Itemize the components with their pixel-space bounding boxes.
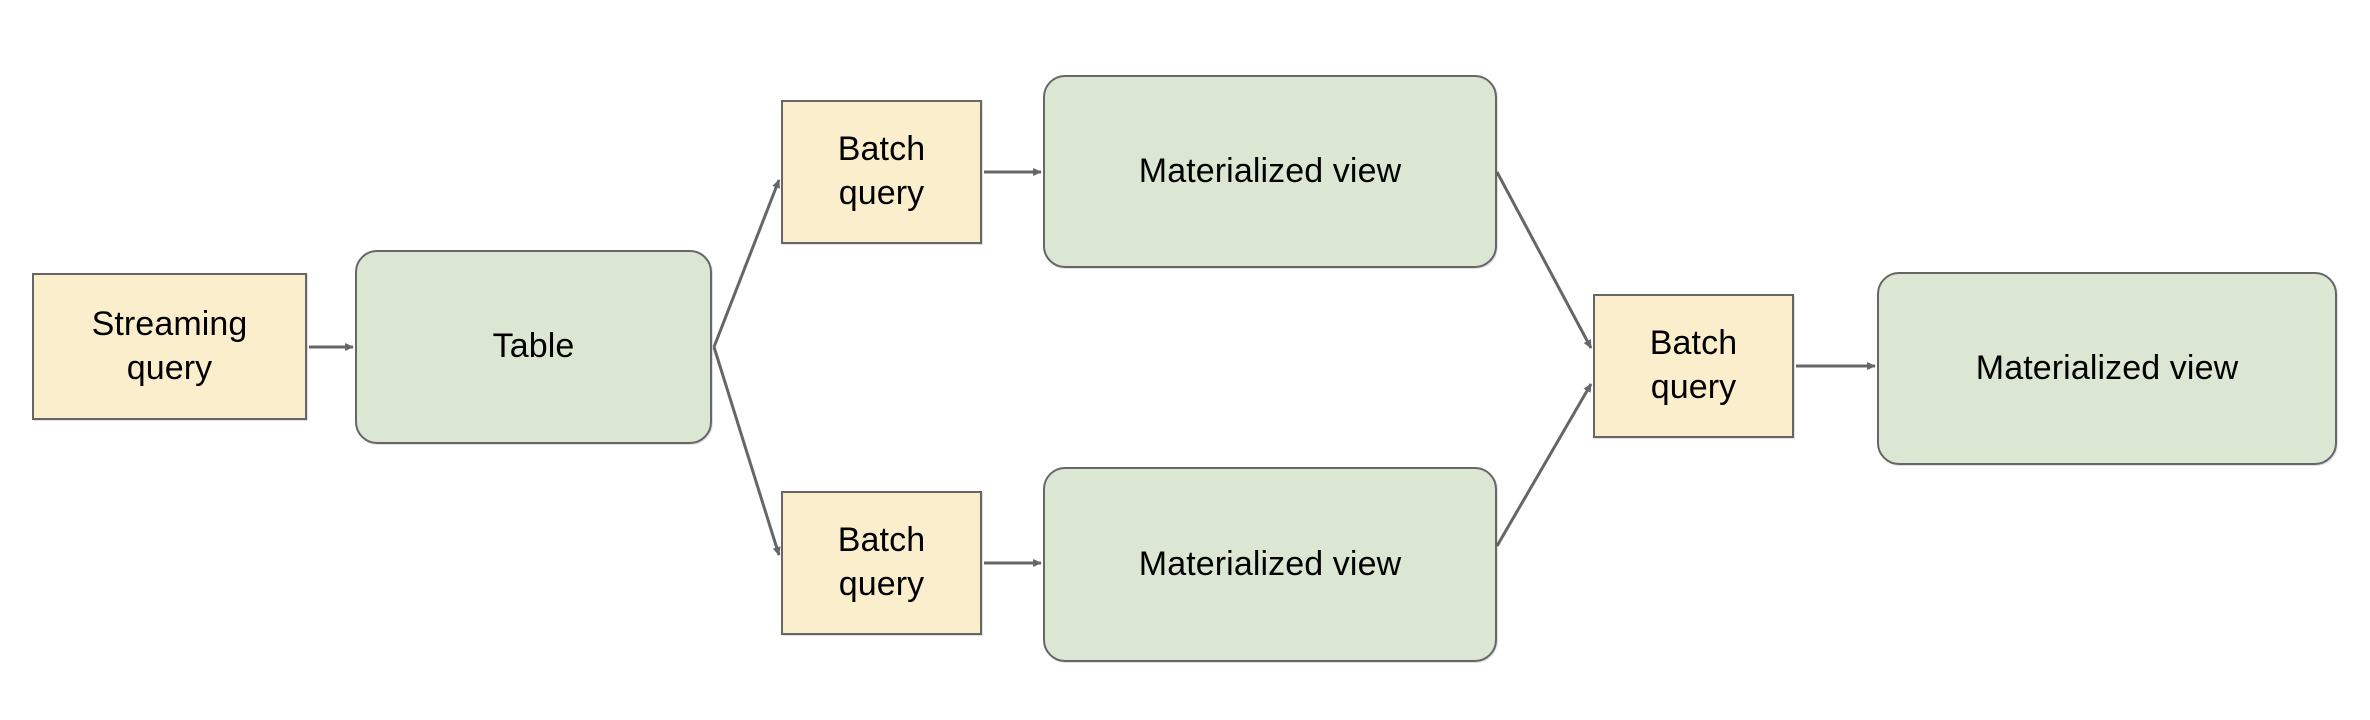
edge-table-to-batch-top: [712, 179, 781, 348]
edge-mv-top-to-batch-right: [1495, 171, 1593, 349]
node-label: Batch query: [837, 521, 926, 603]
node-batch-query-right[interactable]: Batch query: [1593, 294, 1794, 438]
node-label: Streaming query: [91, 304, 248, 387]
node-materialized-view-right[interactable]: Materialized view: [1877, 272, 2337, 465]
node-label: Materialized view: [1975, 348, 2239, 387]
node-streaming-query[interactable]: Streaming query: [32, 273, 307, 420]
node-label: Table: [492, 327, 575, 366]
node-materialized-view-bottom[interactable]: Materialized view: [1043, 467, 1497, 662]
node-batch-query-top[interactable]: Batch query: [781, 100, 982, 244]
node-label: Materialized view: [1138, 151, 1402, 190]
node-label: Batch query: [1649, 324, 1738, 406]
node-table[interactable]: Table: [355, 250, 712, 444]
node-label: Materialized view: [1138, 544, 1402, 583]
node-materialized-view-top[interactable]: Materialized view: [1043, 75, 1497, 268]
edge-table-to-batch-bottom: [712, 346, 781, 556]
node-batch-query-bottom[interactable]: Batch query: [781, 491, 982, 635]
edge-mv-bottom-to-batch-right: [1495, 383, 1593, 547]
node-label: Batch query: [837, 130, 926, 212]
